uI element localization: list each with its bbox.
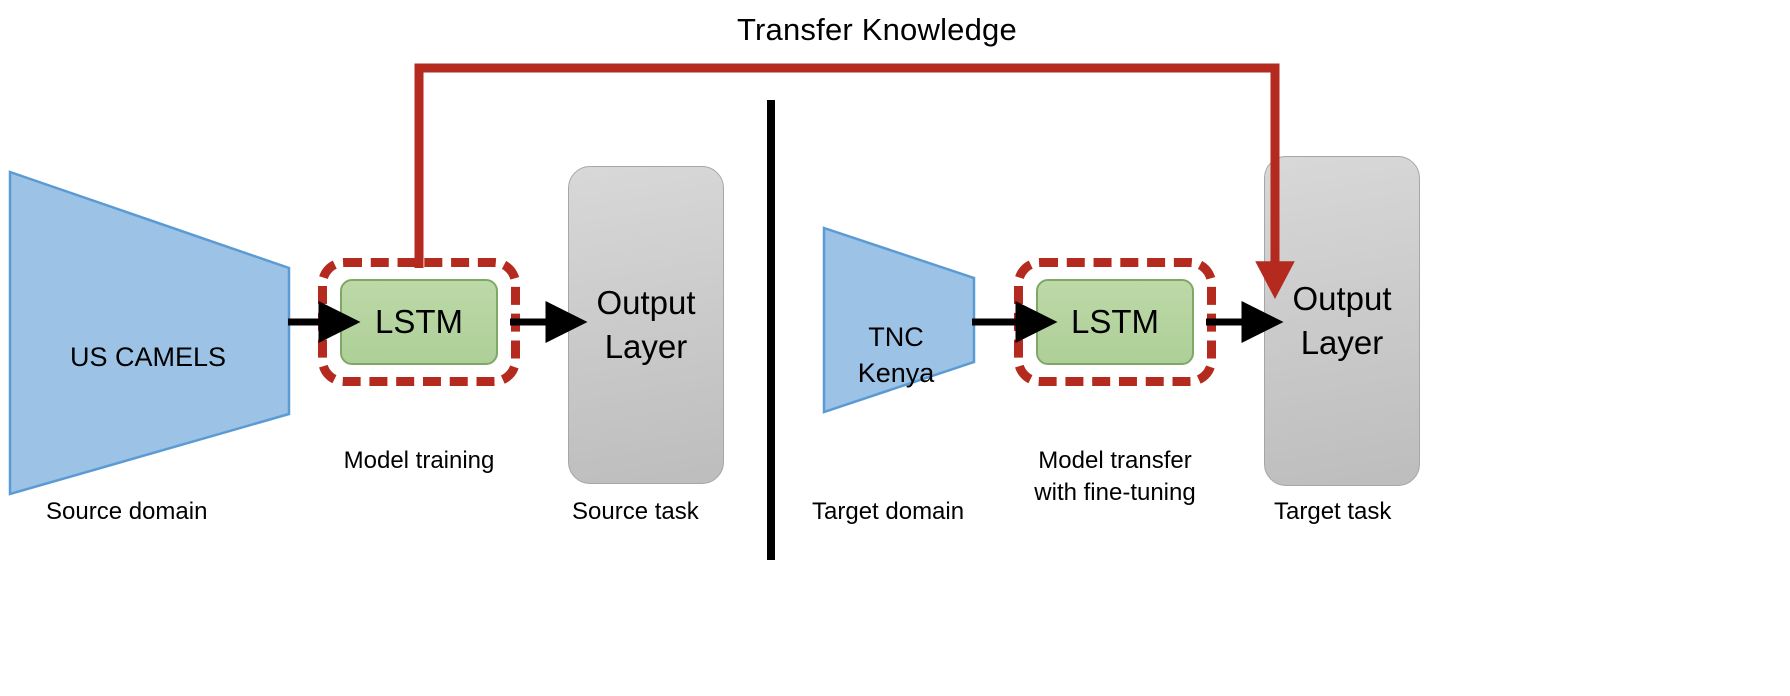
source-domain-footer: Source domain — [46, 498, 208, 525]
target-lstm-label: LSTM — [1070, 303, 1159, 340]
target-task-footer: Target task — [1274, 498, 1392, 525]
source-domain-label: US CAMELS — [69, 342, 227, 372]
source-lstm-label: LSTM — [374, 303, 463, 340]
target-output-layer-box: Output Layer — [1264, 156, 1420, 486]
source-output-layer-label: Output Layer — [596, 284, 696, 365]
source-output-layer-box: Output Layer — [568, 166, 724, 484]
source-lstm-box: LSTM — [340, 279, 498, 365]
source-model-caption: Model training — [343, 447, 495, 474]
diagram-title-text: Transfer Knowledge — [737, 12, 1017, 47]
target-output-layer-label: Output Layer — [1292, 280, 1392, 361]
target-domain-label: TNC Kenya — [857, 322, 935, 388]
source-task-footer: Source task — [572, 498, 699, 525]
source-domain-trapezoid — [8, 170, 291, 496]
target-lstm-box: LSTM — [1036, 279, 1194, 365]
section-divider — [767, 100, 775, 560]
diagram-title: Transfer Knowledge — [0, 10, 1790, 50]
target-model-caption: Model transfer with fine-tuning — [1034, 447, 1196, 506]
target-domain-footer: Target domain — [812, 498, 965, 525]
